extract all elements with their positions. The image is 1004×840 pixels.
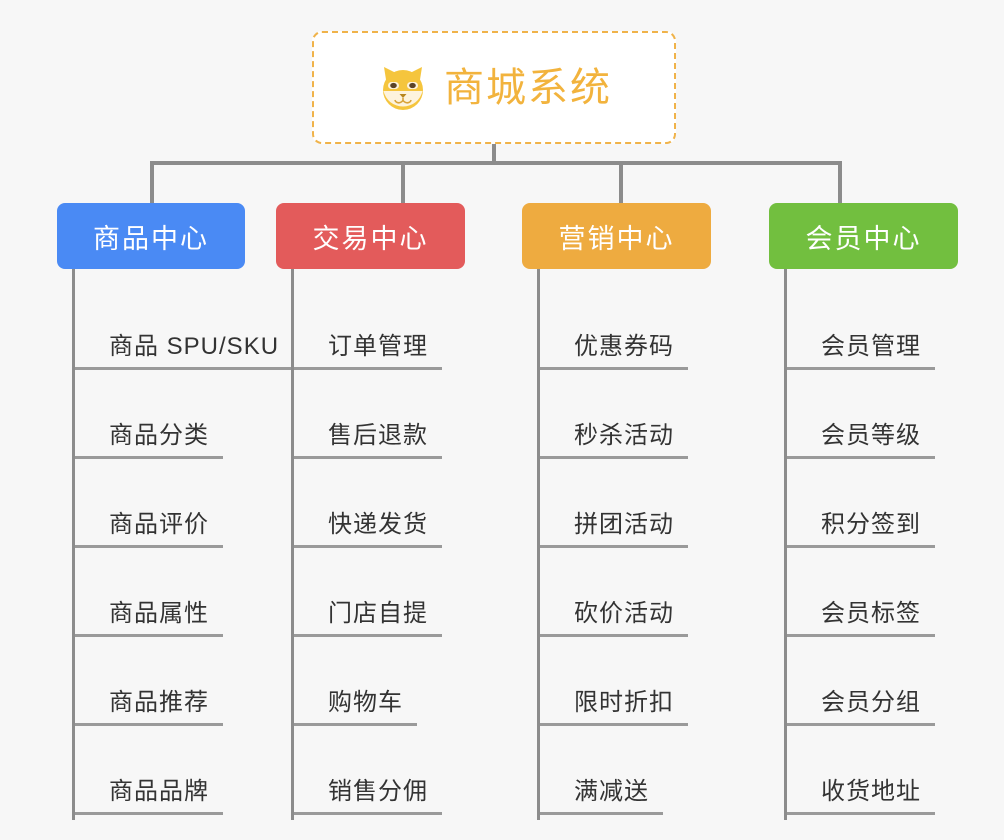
connector-drop-2: [401, 161, 405, 205]
column-product-center: 商品中心 商品 SPU/SKU 商品分类 商品评价 商品属性 商品推荐: [57, 203, 294, 820]
list-item[interactable]: 售后退款: [292, 370, 495, 459]
leaf-label: 商品品牌: [73, 778, 223, 815]
list-item[interactable]: 会员标签: [785, 548, 988, 637]
list-item[interactable]: 拼团活动: [538, 459, 741, 548]
leaf-list-product-center: 商品 SPU/SKU 商品分类 商品评价 商品属性 商品推荐 商品品牌: [57, 269, 294, 820]
leaf-label: 拼团活动: [538, 511, 688, 548]
leaf-list-member-center: 会员管理 会员等级 积分签到 会员标签 会员分组 收货地址: [769, 269, 988, 820]
column-marketing-center: 营销中心 优惠券码 秒杀活动 拼团活动 砍价活动 限时折扣: [522, 203, 741, 820]
leaf-label: 优惠券码: [538, 333, 688, 370]
leaf-label: 会员标签: [785, 600, 935, 637]
leaf-label: 会员管理: [785, 333, 935, 370]
trunk-line-member-center: [784, 269, 787, 820]
list-item[interactable]: 会员管理: [785, 281, 988, 370]
column-header-marketing-center[interactable]: 营销中心: [522, 203, 711, 269]
list-item[interactable]: 销售分佣: [292, 726, 495, 815]
leaf-label: 售后退款: [292, 422, 442, 459]
leaf-label: 积分签到: [785, 511, 935, 548]
leaf-label: 限时折扣: [538, 689, 688, 726]
column-header-product-center[interactable]: 商品中心: [57, 203, 245, 269]
leaf-label: 秒杀活动: [538, 422, 688, 459]
list-item[interactable]: 会员分组: [785, 637, 988, 726]
list-item[interactable]: 商品品牌: [73, 726, 276, 815]
leaf-label: 商品 SPU/SKU: [73, 333, 294, 370]
trunk-line-marketing-center: [537, 269, 540, 820]
leaf-label: 会员分组: [785, 689, 935, 726]
leaf-label: 会员等级: [785, 422, 935, 459]
leaf-label: 商品评价: [73, 511, 223, 548]
list-item[interactable]: 快递发货: [292, 459, 495, 548]
list-item[interactable]: 购物车: [292, 637, 495, 726]
leaf-label: 商品推荐: [73, 689, 223, 726]
column-trade-center: 交易中心 订单管理 售后退款 快递发货 门店自提 购物车: [276, 203, 495, 820]
column-header-label: 会员中心: [805, 223, 922, 254]
connector-drop-4: [838, 161, 842, 205]
column-header-label: 营销中心: [558, 223, 675, 254]
list-item[interactable]: 会员等级: [785, 370, 988, 459]
root-title: 商城系统: [444, 65, 612, 110]
list-item[interactable]: 订单管理: [292, 281, 495, 370]
leaf-list-trade-center: 订单管理 售后退款 快递发货 门店自提 购物车 销售分佣: [276, 269, 495, 820]
leaf-label: 订单管理: [292, 333, 442, 370]
leaf-label: 商品分类: [73, 422, 223, 459]
list-item[interactable]: 收货地址: [785, 726, 988, 815]
list-item[interactable]: 商品推荐: [73, 637, 276, 726]
list-item[interactable]: 优惠券码: [538, 281, 741, 370]
list-item[interactable]: 积分签到: [785, 459, 988, 548]
list-item[interactable]: 商品分类: [73, 370, 276, 459]
shiba-dog-face-icon: [376, 61, 430, 115]
trunk-line-product-center: [72, 269, 75, 820]
leaf-label: 商品属性: [73, 600, 223, 637]
column-header-label: 交易中心: [312, 223, 429, 254]
leaf-label: 购物车: [292, 689, 417, 726]
leaf-label: 收货地址: [785, 778, 935, 815]
connector-drop-3: [619, 161, 623, 205]
connector-horizontal-bus: [150, 161, 842, 165]
list-item[interactable]: 限时折扣: [538, 637, 741, 726]
leaf-label: 快递发货: [292, 511, 442, 548]
column-header-label: 商品中心: [93, 223, 209, 254]
leaf-label: 砍价活动: [538, 600, 688, 637]
leaf-label: 销售分佣: [292, 778, 442, 815]
column-header-trade-center[interactable]: 交易中心: [276, 203, 465, 269]
column-container: 商品中心 商品 SPU/SKU 商品分类 商品评价 商品属性 商品推荐: [0, 203, 1004, 820]
list-item[interactable]: 商品评价: [73, 459, 276, 548]
list-item[interactable]: 砍价活动: [538, 548, 741, 637]
leaf-label: 门店自提: [292, 600, 442, 637]
leaf-label: 满减送: [538, 778, 663, 815]
list-item[interactable]: 门店自提: [292, 548, 495, 637]
column-member-center: 会员中心 会员管理 会员等级 积分签到 会员标签 会员分组: [769, 203, 988, 820]
leaf-list-marketing-center: 优惠券码 秒杀活动 拼团活动 砍价活动 限时折扣 满减送: [522, 269, 741, 820]
list-item[interactable]: 商品 SPU/SKU: [73, 281, 294, 370]
connector-root-stem: [492, 144, 496, 162]
list-item[interactable]: 满减送: [538, 726, 741, 815]
list-item[interactable]: 秒杀活动: [538, 370, 741, 459]
connector-drop-1: [150, 161, 154, 205]
root-node[interactable]: 商城系统: [312, 31, 676, 144]
column-header-member-center[interactable]: 会员中心: [769, 203, 958, 269]
list-item[interactable]: 商品属性: [73, 548, 276, 637]
trunk-line-trade-center: [291, 269, 294, 820]
